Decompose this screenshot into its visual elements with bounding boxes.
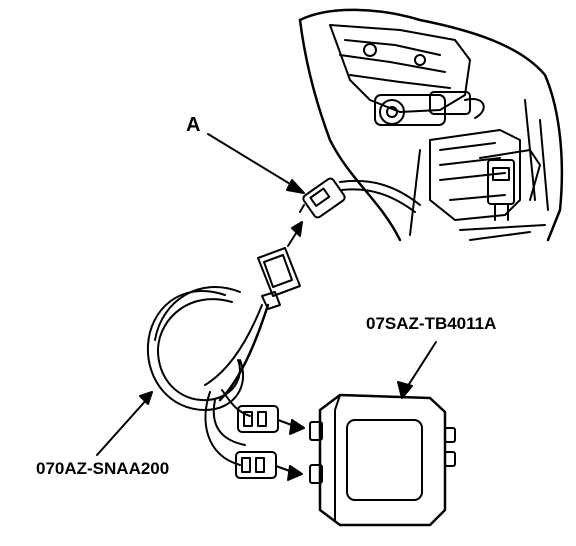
- harness-connector-icon: [257, 221, 303, 310]
- label-connector-a: A: [186, 114, 201, 136]
- label-a-leader: [207, 133, 305, 194]
- label-junction-box-part: 07SAZ-TB4011A: [366, 314, 497, 333]
- label-harness-part: 070AZ-SNAA200: [36, 459, 170, 478]
- harness-leader: [96, 391, 153, 456]
- connector-a-icon: [299, 177, 346, 219]
- harness-cable: [146, 286, 270, 466]
- junction-box-icon: [309, 341, 456, 527]
- test-plugs: [235, 405, 305, 481]
- engine-bay-illustration: [298, 8, 564, 242]
